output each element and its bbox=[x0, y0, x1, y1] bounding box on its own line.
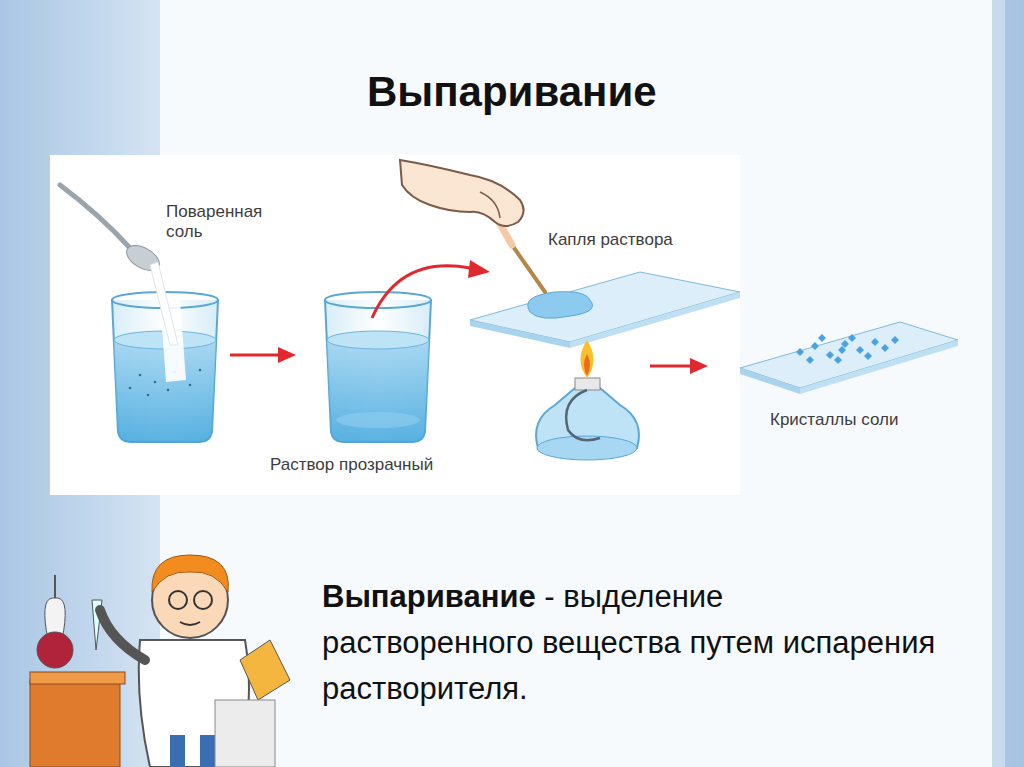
illustration-label: Капля раствора bbox=[548, 230, 718, 250]
arrow-head bbox=[468, 260, 490, 278]
crystal-slide bbox=[740, 322, 958, 394]
illustration-label: Кристаллы соли bbox=[770, 410, 950, 430]
salt-crystal bbox=[826, 351, 834, 359]
salt-crystal bbox=[848, 334, 856, 342]
frame-edge bbox=[992, 0, 1024, 767]
salt-crystal bbox=[811, 342, 819, 350]
salt-crystal bbox=[881, 344, 889, 352]
scientist-cartoon bbox=[30, 555, 290, 767]
spoon bbox=[60, 185, 178, 345]
illustration-panel bbox=[50, 155, 740, 495]
hand-pipette bbox=[400, 160, 545, 292]
spirit-burner bbox=[536, 340, 639, 460]
slide-title: Выпаривание bbox=[367, 68, 657, 116]
arrow-head bbox=[690, 358, 708, 374]
illustration-label: Раствор прозрачный bbox=[270, 455, 480, 475]
beaker-solution bbox=[325, 292, 431, 442]
salt-crystal bbox=[834, 356, 842, 364]
arrow-head bbox=[278, 347, 296, 363]
salt-crystal bbox=[871, 338, 879, 346]
illustration-label: Поваренная соль bbox=[166, 202, 276, 242]
salt-crystal bbox=[806, 356, 814, 364]
definition-block: Выпаривание - выделение растворенного ве… bbox=[322, 574, 942, 712]
salt-crystal bbox=[864, 352, 872, 360]
salt-crystal bbox=[818, 334, 826, 342]
arrow bbox=[230, 354, 280, 357]
term: Выпаривание bbox=[322, 579, 536, 614]
curved-arrow bbox=[372, 266, 470, 318]
salt-crystal bbox=[838, 346, 846, 354]
glass-slide bbox=[470, 272, 740, 348]
salt-crystal bbox=[856, 346, 864, 354]
salt-crystal bbox=[796, 348, 804, 356]
arrow bbox=[650, 365, 690, 368]
salt-crystal bbox=[891, 336, 899, 344]
